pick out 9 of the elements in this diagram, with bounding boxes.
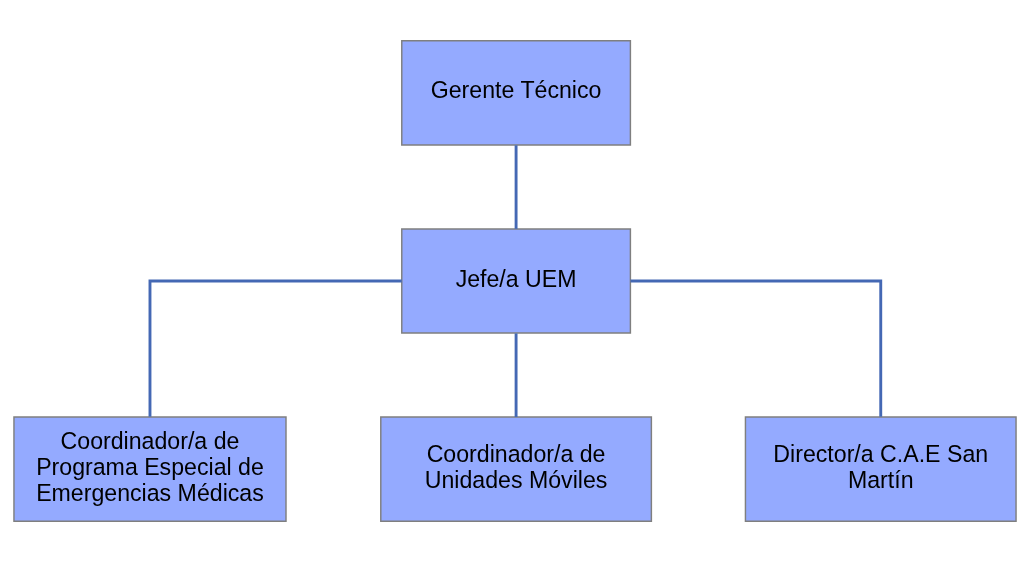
node-box: Director/a C.A.E San Martín <box>744 416 1017 522</box>
connector <box>148 279 402 417</box>
node-box: Gerente Técnico <box>401 40 632 146</box>
connector <box>514 145 518 229</box>
node-box: Jefe/a UEM <box>401 228 632 334</box>
node-box: Coordinador/a de Programa Especial de Emergencias Médicas <box>13 416 287 522</box>
connector <box>514 333 518 417</box>
connector <box>630 279 883 417</box>
node-box: Coordinador/a de Unidades Móviles <box>380 416 653 522</box>
